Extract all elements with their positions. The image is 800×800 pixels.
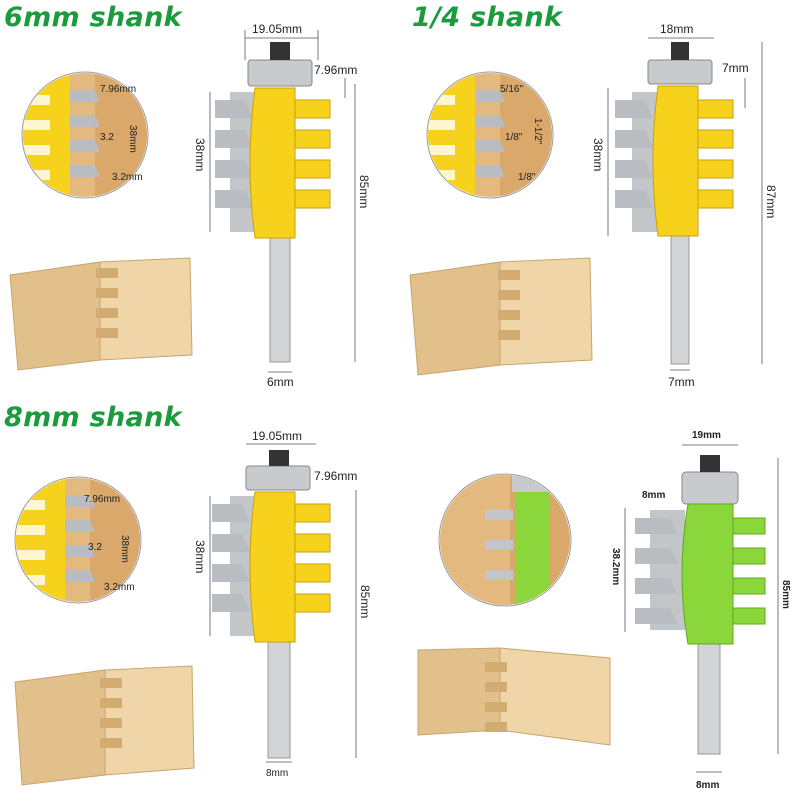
cut-height-dimension: 38.2mm	[610, 548, 621, 585]
zoom-top-label: 7.96mm	[100, 84, 136, 95]
zoom-mid-label: 3.2	[100, 132, 114, 143]
zoom-side-label: 38mm	[119, 535, 130, 563]
total-length-dimension: 87mm	[764, 185, 778, 218]
offset-dimension: 8mm	[642, 490, 665, 501]
width-dimension: 19.05mm	[252, 429, 302, 443]
router-bit-illustration: 7.96mm 3.2 3.2mm 38mm 19.05mm 7.96mm 38m…	[14, 429, 372, 786]
width-dimension: 19mm	[692, 430, 721, 441]
wood-joint	[14, 665, 195, 786]
wood-joint	[409, 257, 593, 376]
router-bit-illustration: 5/16" 1/8" 1/8" 1-1/2" 18mm 7mm 38mm 87m…	[409, 22, 778, 389]
panel-8mm-shank: 7.96mm 3.2 3.2mm 38mm 19.05mm 7.96mm 38m…	[0, 400, 400, 800]
panel-quarter-inch-shank: 5/16" 1/8" 1/8" 1-1/2" 18mm 7mm 38mm 87m…	[400, 0, 800, 400]
zoom-detail: 7.96mm 3.2 3.2mm 38mm	[14, 476, 142, 604]
offset-dimension: 7.96mm	[314, 469, 357, 483]
zoom-detail: 7.96mm 3.2 3.2mm 38mm	[21, 71, 149, 199]
zoom-top-label: 7.96mm	[84, 494, 120, 505]
router-bit	[635, 455, 766, 755]
zoom-side-label: 38mm	[127, 125, 138, 153]
router-bit	[215, 42, 331, 363]
zoom-mid-label: 1/8"	[505, 132, 523, 143]
shank-dimension: 8mm	[266, 768, 288, 779]
cut-height-dimension: 38mm	[591, 138, 605, 171]
router-bit	[212, 450, 331, 759]
shank-dimension: 6mm	[267, 375, 294, 389]
width-dimension: 19.05mm	[252, 22, 302, 36]
cut-height-dimension: 38mm	[193, 540, 207, 573]
router-bit-illustration: 7.96mm 3.2 3.2mm 38mm 19.05mm 7.96mm	[9, 22, 371, 389]
total-length-dimension: 85mm	[357, 175, 371, 208]
panel-6mm-shank: 7.96mm 3.2 3.2mm 38mm 19.05mm 7.96mm	[0, 0, 400, 400]
shank-dimension: 8mm	[696, 780, 719, 791]
panel-title: 8mm shank	[4, 402, 182, 433]
zoom-bottom-label: 3.2mm	[112, 172, 143, 183]
zoom-side-label: 1-1/2"	[532, 118, 543, 145]
panel-title: 6mm shank	[4, 2, 182, 33]
wood-joint	[9, 257, 193, 371]
offset-dimension: 7.96mm	[314, 63, 357, 77]
zoom-bottom-label: 1/8"	[518, 172, 536, 183]
panel-title: 1/4 shank	[412, 2, 563, 33]
cut-height-dimension: 38mm	[193, 138, 207, 171]
zoom-top-label: 5/16"	[500, 84, 523, 95]
panel-green-bit: 19mm 8mm 38.2mm 85mm 8mm	[400, 400, 800, 800]
wood-joint	[417, 647, 611, 746]
total-length-dimension: 85mm	[358, 585, 372, 618]
zoom-bottom-label: 3.2mm	[104, 582, 135, 593]
width-dimension: 18mm	[660, 22, 693, 36]
offset-dimension: 7mm	[722, 61, 749, 75]
zoom-mid-label: 3.2	[88, 542, 102, 553]
router-bit-illustration: 19mm 8mm 38.2mm 85mm 8mm	[417, 430, 791, 791]
zoom-detail	[438, 473, 572, 607]
zoom-detail: 5/16" 1/8" 1/8" 1-1/2"	[426, 71, 554, 199]
total-length-dimension: 85mm	[780, 580, 791, 609]
shank-dimension: 7mm	[668, 375, 695, 389]
router-bit	[615, 42, 734, 365]
